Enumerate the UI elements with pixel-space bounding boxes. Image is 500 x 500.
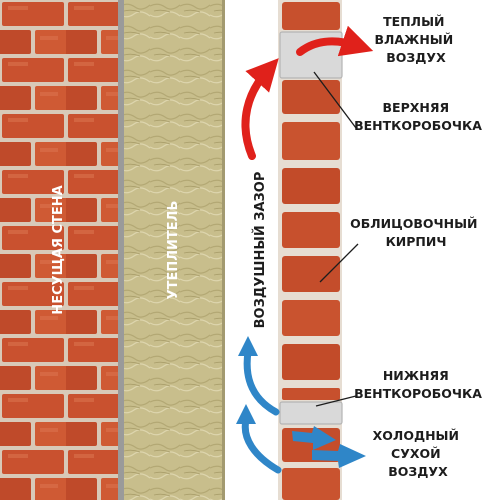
lower-vent-box (279, 401, 343, 425)
facing-brick (282, 2, 340, 30)
cold-air-arrow-up-2 (241, 416, 282, 474)
cold-air-arrow-head-1 (238, 336, 258, 356)
facing-brick (282, 122, 340, 160)
leader-upper-vent (313, 71, 357, 129)
cold-air-label: ХОЛОДНЫЙ СУХОЙ ВОЗДУХ (373, 428, 464, 479)
warm-air-label: ТЕПЛЫЙ ВЛАЖНЫЙ ВОЗДУХ (374, 14, 457, 65)
warm-air-arrow-up (241, 58, 279, 160)
wall-label: НЕСУЩАЯ СТЕНА (51, 185, 66, 314)
insulation-edge (222, 0, 225, 500)
upper-vent-label: ВЕРХНЯЯ ВЕНТКОРОБОЧКА (354, 100, 482, 133)
facing-brick (282, 300, 340, 336)
leader-facing-brick (319, 243, 359, 283)
facing-brick (282, 168, 340, 204)
cold-air-arrow-in-lower (312, 444, 366, 468)
facing-brick (282, 468, 340, 500)
facing-brick (282, 256, 340, 292)
facing-brick-label: ОБЛИЦОВОЧНЫЙ КИРПИЧ (350, 216, 482, 249)
cold-air-arrow-head-2 (236, 404, 256, 424)
wall-edge (118, 0, 124, 500)
insulation-layer (124, 0, 224, 500)
facing-brick (282, 80, 340, 114)
cold-air-arrows (236, 336, 366, 474)
lower-vent-label: НИЖНЯЯ ВЕНТКОРОБОЧКА (354, 368, 482, 401)
facing-brick (282, 212, 340, 248)
leader-lower-vent (315, 395, 357, 407)
air-gap-label: ВОЗДУШНЫЙ ЗАЗОР (252, 172, 268, 329)
insulation-label: УТЕПЛИТЕЛЬ (166, 201, 181, 300)
load-bearing-wall (0, 0, 118, 500)
cold-air-arrow-up-1 (243, 348, 280, 416)
cold-air-arrow-in-upper (292, 426, 336, 450)
warm-air-arrow-out (296, 25, 374, 57)
facing-brick (282, 344, 340, 380)
facing-brick (282, 388, 340, 400)
